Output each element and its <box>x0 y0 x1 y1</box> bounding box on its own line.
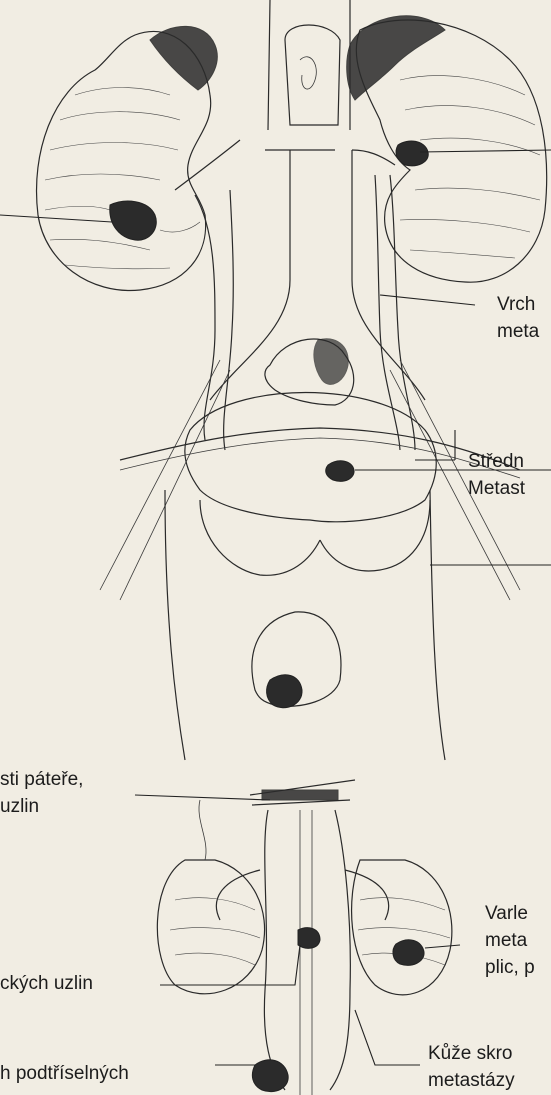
label-middle-right-1: Středn <box>468 450 524 474</box>
label-skin-2: metastázy <box>428 1069 515 1093</box>
label-testis-1: Varle <box>485 902 528 926</box>
left-kidney <box>37 26 218 290</box>
label-inguinal: h podtříselných <box>0 1062 129 1086</box>
label-left-spine-1: sti páteře, <box>0 768 83 792</box>
label-testis-2: meta <box>485 929 527 953</box>
label-left-spine-2: uzlin <box>0 795 39 819</box>
right-kidney <box>347 16 547 282</box>
penis <box>216 780 388 1095</box>
left-testis <box>157 800 264 994</box>
prostate <box>165 490 445 760</box>
label-upper-right-2: meta <box>497 320 539 344</box>
iliac-vessels <box>100 360 520 600</box>
label-skin-1: Kůže skro <box>428 1042 512 1066</box>
label-lymph-left: ckých uzlin <box>0 972 93 996</box>
label-middle-right-2: Metast <box>468 477 525 501</box>
label-testis-3: plic, p <box>485 956 535 980</box>
leader-lines <box>0 150 551 1065</box>
label-upper-right-1: Vrch <box>497 293 535 317</box>
right-testis <box>352 860 452 995</box>
bladder <box>120 339 520 522</box>
